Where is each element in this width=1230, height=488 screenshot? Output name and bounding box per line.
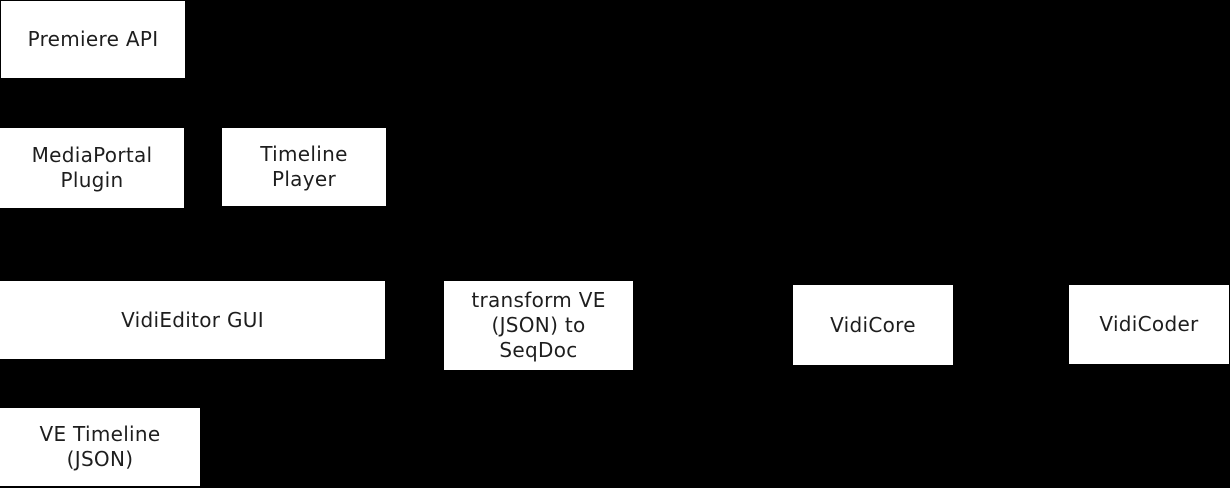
node-label: transform VE (JSON) to SeqDoc [471,288,606,362]
node-vidicoder: VidiCoder [1069,285,1229,364]
node-label: VidiEditor GUI [121,307,264,332]
node-premiere-api: Premiere API [1,1,185,78]
node-vidicore: VidiCore [793,285,953,365]
node-label: Premiere API [27,27,159,51]
node-transform-ve-json-to-seqdoc: transform VE (JSON) to SeqDoc [444,281,633,370]
node-vidieditor-gui: VidiEditor GUI [0,281,385,359]
node-ve-timeline-json: VE Timeline (JSON) [0,408,200,486]
node-label: VidiCore [830,312,916,337]
node-mediaportal-plugin: MediaPortal Plugin [0,128,184,208]
node-label: VidiCoder [1099,312,1199,336]
node-label: MediaPortal Plugin [31,143,153,192]
node-label: VE Timeline (JSON) [39,422,161,471]
node-timeline-player: Timeline Player [222,128,386,206]
node-label: Timeline Player [260,142,348,191]
